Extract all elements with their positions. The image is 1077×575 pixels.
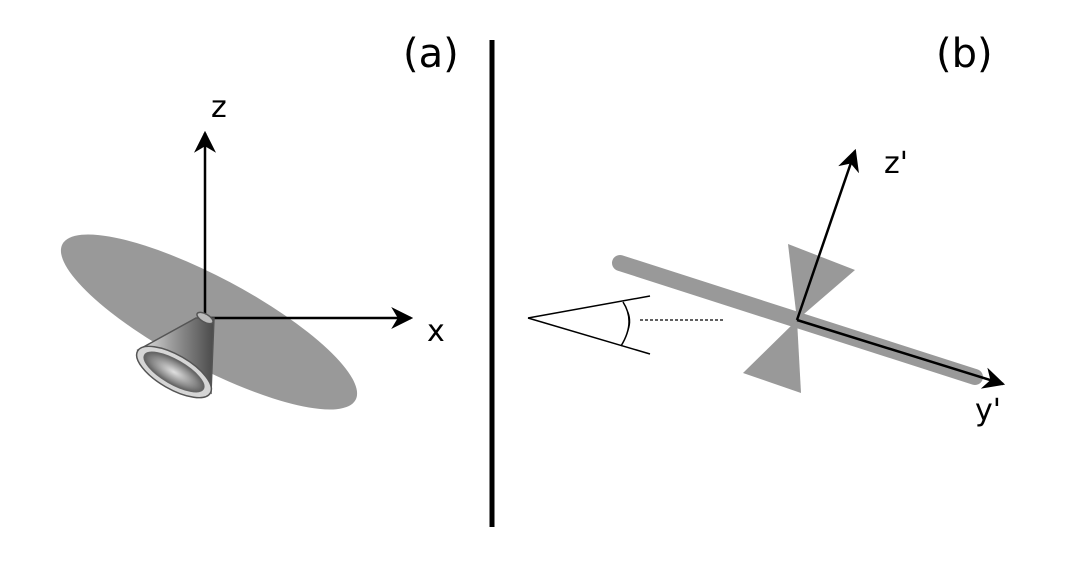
axis-label-y-prime: y': [975, 393, 1001, 428]
jet-bowtie-upper: [788, 244, 855, 320]
panel-b-label: (b): [936, 31, 993, 77]
axis-label-x: x: [427, 314, 445, 349]
panel-b: (b) z' y': [527, 31, 1006, 428]
jet-cone: [135, 311, 215, 399]
axis-label-z: z: [211, 90, 227, 125]
observer-eye-icon: [527, 295, 725, 355]
jet-bowtie-lower: [743, 320, 801, 393]
z-prime-axis-arrow: [795, 148, 859, 321]
panel-a-label: (a): [403, 31, 459, 77]
panel-a: (a) z x: [60, 31, 459, 410]
y-prime-axis-arrow: [796, 318, 1006, 389]
axis-label-z-prime: z': [884, 146, 908, 181]
